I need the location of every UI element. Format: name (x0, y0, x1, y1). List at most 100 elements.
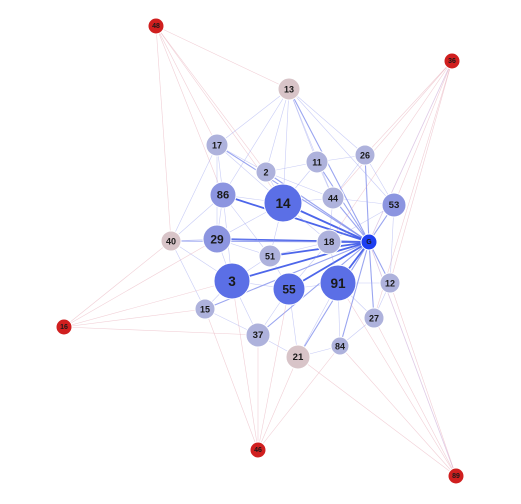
node-circle (205, 133, 229, 157)
edge-36-53 (393, 60, 453, 206)
node-circle (209, 181, 237, 209)
edge-36-26 (364, 60, 453, 156)
node-21[interactable]: 21 (285, 344, 311, 370)
node-label: 55 (282, 283, 296, 297)
node-16[interactable]: 16 (55, 318, 73, 336)
edge-36-18 (328, 60, 453, 243)
node-label: G (366, 239, 372, 246)
node-circle (316, 229, 342, 255)
node-18[interactable]: 18 (316, 229, 342, 255)
node-circle (379, 272, 401, 294)
edge-G-36 (368, 60, 453, 243)
edge-53-12 (389, 204, 395, 284)
node-55[interactable]: 55 (272, 272, 306, 306)
edge-G-27 (368, 241, 375, 319)
node-40[interactable]: 40 (160, 230, 182, 252)
node-circle (363, 307, 385, 329)
node-circle (319, 264, 357, 302)
edge-46-55 (257, 288, 290, 451)
node-label: 12 (385, 279, 395, 289)
node-29[interactable]: 29 (202, 224, 232, 254)
edge-G-86 (222, 194, 370, 243)
edge-G-26 (364, 154, 370, 243)
node-2[interactable]: 2 (255, 161, 277, 183)
edge-13-26 (288, 88, 366, 156)
node-26[interactable]: 26 (354, 144, 376, 166)
node-label: 17 (212, 141, 222, 151)
node-label: 16 (60, 324, 68, 331)
node-circle (321, 186, 345, 210)
node-89[interactable]: 89 (447, 467, 465, 485)
edge-29-18 (216, 238, 330, 243)
edge-36-44 (332, 60, 453, 199)
node-label: 51 (265, 252, 275, 262)
edge-40-15 (170, 240, 206, 310)
edge-89-84 (339, 345, 457, 477)
edge-46-3 (231, 280, 259, 451)
node-13[interactable]: 13 (277, 77, 301, 101)
edge-48-40 (155, 25, 172, 242)
edge-46-21 (257, 356, 299, 451)
edge-G-84 (339, 241, 370, 347)
node-label: 3 (228, 274, 236, 289)
node-label: 26 (360, 151, 370, 161)
node-label: 13 (284, 85, 294, 95)
node-12[interactable]: 12 (379, 272, 401, 294)
edge-89-91 (337, 282, 457, 477)
node-17[interactable]: 17 (205, 133, 229, 157)
edge-48-13 (155, 25, 290, 90)
edge-16-3 (63, 280, 233, 328)
node-label: 48 (152, 23, 160, 30)
node-37[interactable]: 37 (245, 322, 271, 348)
node-3[interactable]: 3 (213, 262, 251, 300)
edge-48-86 (155, 25, 224, 196)
node-label: 89 (452, 473, 460, 480)
edge-16-29 (63, 238, 218, 328)
node-86[interactable]: 86 (209, 181, 237, 209)
node-circle (330, 336, 350, 356)
node-84[interactable]: 84 (330, 336, 350, 356)
node-label: 84 (335, 342, 345, 352)
node-label: 46 (254, 447, 262, 454)
edge-36-12 (389, 60, 453, 284)
node-circle (277, 77, 301, 101)
edge-16-37 (63, 326, 259, 336)
node-14[interactable]: 14 (263, 183, 303, 223)
edge-16-15 (63, 308, 206, 328)
node-48[interactable]: 48 (147, 17, 165, 35)
edge-89-27 (373, 317, 457, 477)
node-circle (354, 144, 376, 166)
node-circle (447, 467, 465, 485)
edge-G-13 (288, 88, 370, 243)
edge-16-40 (63, 240, 172, 328)
node-label: 40 (166, 237, 176, 247)
node-11[interactable]: 11 (305, 150, 329, 174)
node-label: 53 (389, 200, 400, 211)
edge-13-17 (216, 88, 290, 146)
node-circle (147, 17, 165, 35)
node-label: 44 (328, 194, 338, 204)
node-51[interactable]: 51 (258, 244, 282, 268)
node-circle (160, 230, 182, 252)
edge-48-2 (155, 25, 267, 173)
node-label: 29 (210, 233, 224, 247)
node-label: 15 (200, 305, 210, 315)
node-36[interactable]: 36 (443, 52, 461, 70)
node-label: 91 (330, 276, 346, 291)
node-circle (381, 192, 407, 218)
node-circle (285, 344, 311, 370)
node-circle (245, 322, 271, 348)
node-44[interactable]: 44 (321, 186, 345, 210)
node-label: 18 (324, 237, 335, 248)
node-15[interactable]: 15 (194, 298, 216, 320)
edge-40-17 (170, 144, 218, 242)
node-circle (360, 233, 378, 251)
node-circle (263, 183, 303, 223)
node-91[interactable]: 91 (319, 264, 357, 302)
node-G[interactable]: G (360, 233, 378, 251)
node-27[interactable]: 27 (363, 307, 385, 329)
node-53[interactable]: 53 (381, 192, 407, 218)
node-label: 11 (312, 158, 322, 168)
node-46[interactable]: 46 (249, 441, 267, 459)
